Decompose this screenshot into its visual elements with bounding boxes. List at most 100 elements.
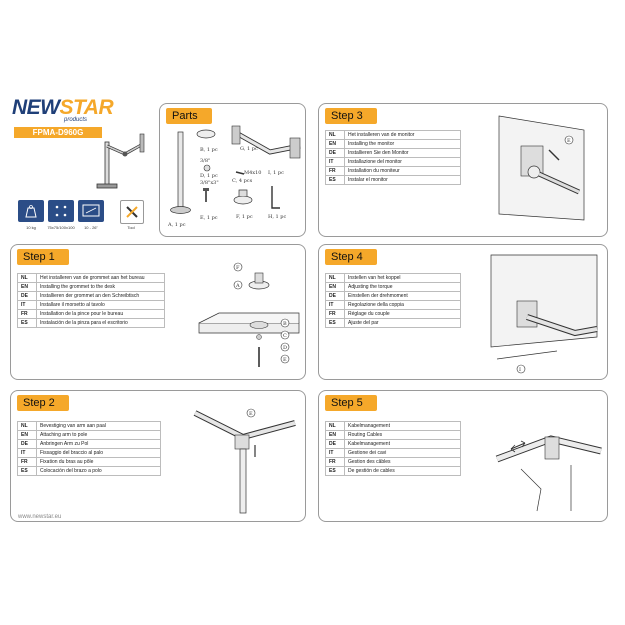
step-3-illustration: E [498, 115, 585, 221]
lang-code: ES [325, 175, 345, 185]
brand-logo: NEWSTAR [12, 96, 114, 119]
lang-code: DE [17, 291, 37, 301]
brand-tagline: products [64, 117, 88, 123]
instruction-text: Instalación de la pinza para el escritor… [36, 318, 165, 328]
instruction-text: Instellen van het koppel [344, 273, 461, 283]
lang-code: IT [325, 300, 345, 310]
screen-size-icon [78, 200, 104, 222]
instruction-text: Colocación del brazo a polo [36, 466, 161, 476]
step-1-callout-d: D [283, 345, 287, 351]
instruction-text: Installation de la pince pour le bureau [36, 309, 165, 319]
vesa-icon [48, 200, 74, 222]
instruction-text: Gestione dei cavi [344, 448, 461, 458]
instruction-text: Réglage du couple [344, 309, 461, 319]
part-i-label: I, 1 pc [268, 170, 284, 176]
lang-code: NL [325, 273, 345, 283]
product-overview-illustration [96, 133, 145, 189]
lang-code: EN [17, 430, 37, 440]
lang-code: DE [325, 291, 345, 301]
instruction-text: Installare il morsetto al tavolo [36, 300, 165, 310]
step-4-title: Step 4 [325, 249, 377, 265]
lang-code: ES [17, 466, 37, 476]
step-1-title: Step 1 [17, 249, 69, 265]
instruction-text: Installation du moniteur [344, 166, 461, 176]
step-1-illustration: F A B C D E [198, 262, 300, 367]
lang-code: FR [17, 309, 37, 319]
instruction-text: Anbringen Arm zu Pol [36, 439, 161, 449]
lang-code: FR [325, 309, 345, 319]
step-1-callout-e: E [283, 357, 287, 363]
instruction-text: Installieren Sie den Monitor [344, 148, 461, 158]
instruction-text: Het installeren van de grommet aan het b… [36, 273, 165, 283]
instruction-text: Installing the grommet to the desk [36, 282, 165, 292]
parts-illustration: B, 1 pc A, 1 pc M4x10 C, 4 pcs 3/8" D, 1… [167, 125, 301, 228]
part-b-label: B, 1 pc [200, 147, 218, 153]
part-c-size-label: M4x10 [244, 170, 261, 176]
instruction-text: Ajuste del par [344, 318, 461, 328]
instruction-text: Het installeren van de monitor [344, 130, 461, 140]
step-2-callout-e: E [249, 411, 253, 417]
spec-tool-label: Tool [127, 225, 135, 230]
step-3-callout-e: E [567, 138, 571, 144]
instruction-text: Installing the monitor [344, 139, 461, 149]
instruction-text: Einstellen der drehmoment [344, 291, 461, 301]
part-h-label: H, 1 pc [268, 214, 287, 220]
spec-weight-label: 10 kg [26, 225, 36, 230]
part-a-label: A, 1 pc [167, 222, 186, 228]
instruction-text: Installieren der grommet an den Schreibt… [36, 291, 165, 301]
lang-code: FR [325, 166, 345, 176]
lang-code: NL [17, 273, 37, 283]
instruction-text: De gestión de cables [344, 466, 461, 476]
website-link[interactable]: www.newstar.eu [18, 514, 62, 520]
step-1-callout-b: B [283, 321, 287, 327]
parts-panel: Parts B, 1 pc A, 1 pc M4x10 C, 4 pcs 3/8… [159, 103, 306, 237]
lang-code: IT [325, 448, 345, 458]
step-2-title: Step 2 [17, 395, 69, 411]
lang-code: DE [325, 439, 345, 449]
part-g-label: G, 1 pc [240, 146, 258, 152]
instruction-text: Installazione del monitor [344, 157, 461, 167]
step-1-callout-c: C [283, 333, 287, 339]
lang-code: DE [17, 439, 37, 449]
lang-code: DE [325, 148, 345, 158]
instruction-text: Adjusting the torque [344, 282, 461, 292]
step-1-callout-f: F [236, 265, 240, 271]
lang-code: ES [325, 318, 345, 328]
instruction-text: Kabelmanagement [344, 421, 461, 431]
instruction-text: Gestion des câbles [344, 457, 461, 467]
instruction-text: Fissaggio del braccio al palo [36, 448, 161, 458]
lang-code: IT [17, 300, 37, 310]
lang-code: FR [325, 457, 345, 467]
lang-code: NL [17, 421, 37, 431]
step-1-callout-a: A [235, 283, 240, 289]
part-e-size-label: 3/8"x3" [200, 180, 219, 186]
spec-vesa-label: 75x75/100x100 [47, 225, 75, 230]
lang-code: EN [325, 430, 345, 440]
step-2-illustration: E [193, 408, 296, 514]
part-d-label: D, 1 pc [200, 173, 218, 179]
instruction-text: Attaching arm to pole [36, 430, 161, 440]
instruction-text: Fixation du bras au pôle [36, 457, 161, 467]
lang-code: IT [325, 157, 345, 167]
instruction-text: Kabelmanagement [344, 439, 461, 449]
step-4-callout-i: I [519, 367, 521, 373]
step-4-illustration: I [490, 254, 598, 374]
lang-code: IT [17, 448, 37, 458]
weight-icon [18, 200, 44, 222]
part-f-label: F, 1 pc [236, 214, 253, 220]
instruction-text: Regolazione della coppia [344, 300, 461, 310]
model-number: FPMA-D960G [14, 127, 102, 138]
step-5-title: Step 5 [325, 395, 377, 411]
part-d-size-label: 3/8" [200, 158, 210, 164]
lang-code: EN [17, 282, 37, 292]
part-e-label: E, 1 pc [200, 215, 218, 221]
lang-code: NL [325, 421, 345, 431]
